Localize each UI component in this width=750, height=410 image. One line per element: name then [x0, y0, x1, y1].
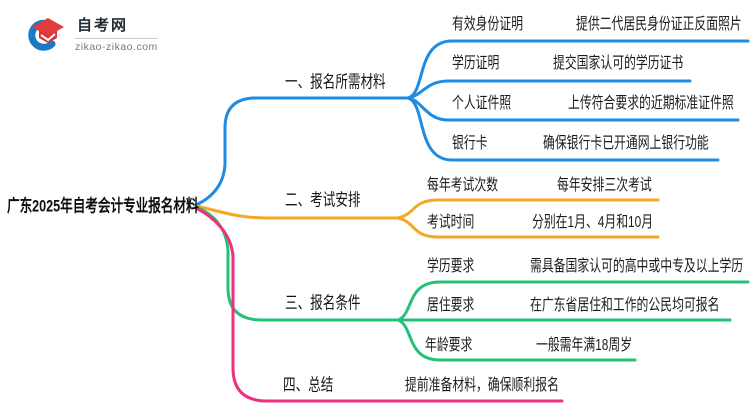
- branch1-item2-line: [406, 79, 692, 100]
- branch1-item1-key[interactable]: 有效身份证明: [452, 16, 524, 34]
- branch3-item1-key[interactable]: 学历要求: [427, 258, 475, 276]
- site-logo: 自考网 zikao-zikao.com: [26, 14, 158, 53]
- branch2-label[interactable]: 二、考试安排: [285, 190, 361, 210]
- graduation-cap-icon: [28, 17, 64, 51]
- branch1-item1-value[interactable]: 提供二代居民身份证正反面照片: [576, 16, 742, 34]
- branch1-main-line: [194, 96, 410, 207]
- branch3-item2-value[interactable]: 在广东省居住和工作的公民均可报名: [530, 297, 720, 315]
- branch3-item3-key[interactable]: 年龄要求: [425, 337, 473, 355]
- logo-text: 自考网 zikao-zikao.com: [75, 14, 158, 53]
- branch1-item2-key[interactable]: 学历证明: [452, 55, 500, 73]
- branch3-item1-value[interactable]: 需具备国家认可的高中或中专及以上学历: [530, 258, 744, 276]
- branch1-item2-value[interactable]: 提交国家认可的学历证书: [553, 55, 684, 73]
- branch3-item3-line: [396, 318, 637, 362]
- bran3-item2-key[interactable]: 居住要求: [427, 297, 475, 315]
- branch3-item3-value[interactable]: 一般需年满18周岁: [536, 337, 633, 355]
- branch1-label[interactable]: 一、报名所需材料: [285, 72, 386, 92]
- branch1-item4-key[interactable]: 银行卡: [452, 135, 488, 153]
- branch4-main-line: [194, 206, 564, 403]
- branch1-item4-line: [406, 96, 720, 162]
- branch1-item3-value[interactable]: 上传符合要求的近期标准证件照: [568, 95, 734, 113]
- branch2-item1-line: [396, 198, 660, 220]
- branch2-item1-value[interactable]: 每年安排三次考试: [557, 177, 652, 195]
- branch2-main-line: [194, 204, 400, 220]
- branch2-item1-key[interactable]: 每年考试次数: [427, 177, 499, 195]
- branch2-item2-value[interactable]: 分别在1月、4月和10月: [532, 214, 654, 232]
- branch4-label[interactable]: 四、总结: [283, 375, 334, 395]
- branch1-item3-key[interactable]: 个人证件照: [452, 95, 512, 113]
- branch3-item1-line: [396, 280, 750, 322]
- branch4-item1-value[interactable]: 提前准备材料，确保顺利报名: [405, 377, 559, 395]
- branch1-item4-value[interactable]: 确保银行卡已开通网上银行功能: [543, 135, 709, 153]
- site-url: zikao-zikao.com: [75, 41, 158, 53]
- branch3-label[interactable]: 三、报名条件: [285, 293, 361, 313]
- branch2-item2-line: [396, 216, 660, 239]
- branch2-item2-key[interactable]: 考试时间: [427, 214, 475, 232]
- branch1-item1-line: [406, 39, 750, 100]
- site-name: 自考网: [75, 14, 158, 39]
- root-topic[interactable]: 广东2025年自考会计专业报名材料: [7, 196, 199, 216]
